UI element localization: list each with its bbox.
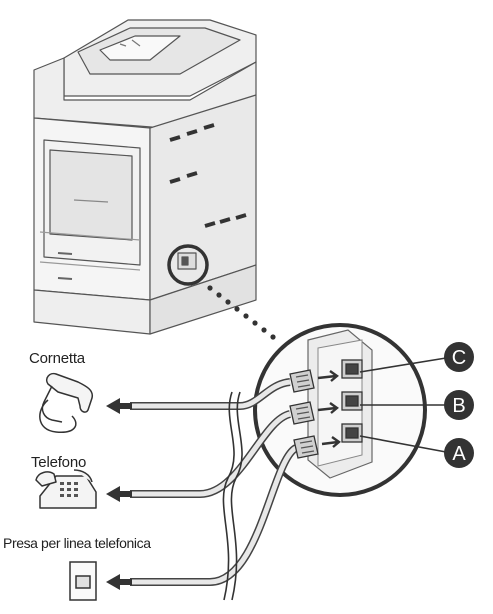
multifunction-printer-icon (34, 20, 256, 334)
cable-wall-jack (130, 448, 296, 582)
handset-label: Cornetta (29, 350, 85, 367)
port-badge-b: B (444, 390, 474, 420)
port-badge-c: C (444, 342, 474, 372)
device-arrows (106, 398, 132, 590)
telephone-icon (36, 470, 96, 508)
port-badge-a: A (444, 438, 474, 468)
wall-jack-label: Presa per linea telefonica (3, 535, 151, 551)
svg-text:A: A (452, 443, 466, 465)
handset-icon (40, 374, 93, 433)
svg-text:C: C (452, 347, 466, 369)
svg-text:B: B (452, 395, 465, 417)
telephone-label: Telefono (31, 454, 86, 471)
wall-jack-icon (70, 562, 96, 600)
